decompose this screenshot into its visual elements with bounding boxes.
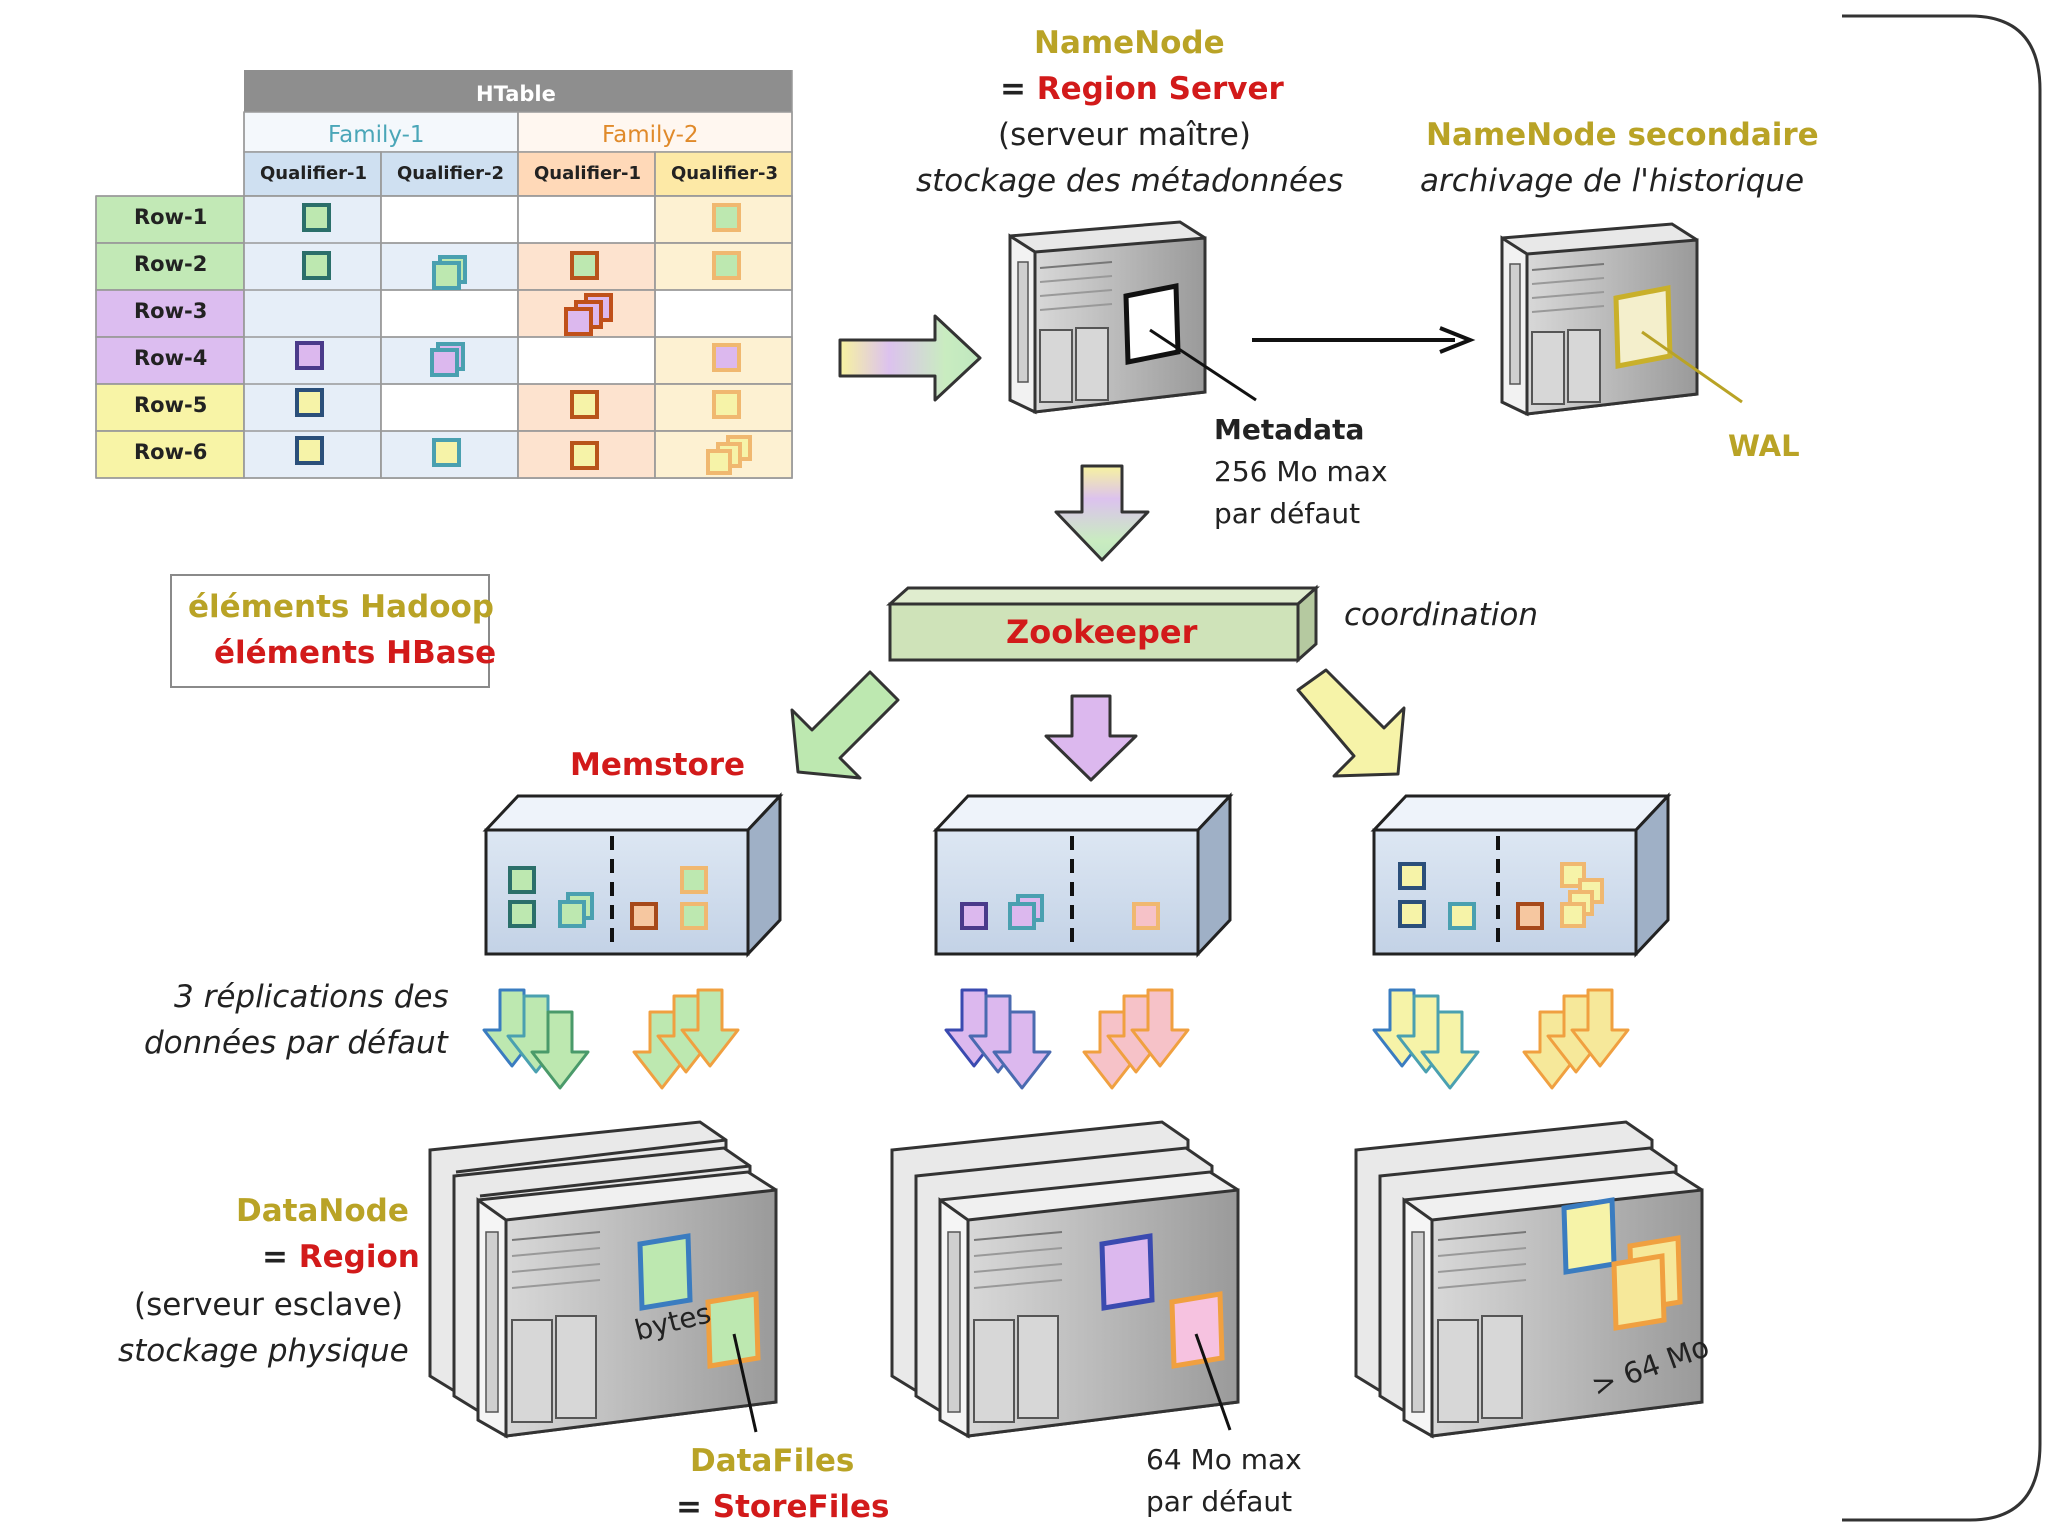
datanode-stack-2	[890, 1120, 1240, 1439]
htable-row-2: Row-2	[134, 252, 208, 276]
htable-family-2-cell	[517, 111, 793, 153]
replication-arrows-2-right	[1082, 988, 1190, 1090]
htable-qualifier-1: Qualifier-1	[260, 163, 368, 184]
storefile-max-line-1: 64 Mo max	[1146, 1443, 1302, 1476]
replication-arrows-3-left	[1372, 988, 1480, 1090]
namenode-role: (serveur maître)	[998, 117, 1251, 153]
namenode-subtitle: Region Server	[1036, 71, 1284, 107]
replication-line-1: 3 réplications des	[174, 979, 449, 1015]
memstore-label: Memstore	[570, 747, 746, 783]
storefile-max-line-2: par défaut	[1146, 1485, 1293, 1518]
secondary-title: NameNode secondaire	[1426, 117, 1819, 153]
metadata-pointer-line	[1149, 328, 1257, 402]
htable-row-5: Row-5	[134, 393, 208, 417]
datanode-desc: stockage physique	[118, 1333, 409, 1369]
zookeeper-note: coordination	[1344, 597, 1539, 633]
arrow-to-memstore-1	[790, 670, 900, 780]
datanode-equals: =	[262, 1239, 299, 1275]
replication-arrows-2-left	[944, 988, 1052, 1090]
arrow-to-memstore-2	[1044, 694, 1138, 782]
zookeeper-bar	[886, 584, 1320, 664]
metadata-line-2: par défaut	[1214, 497, 1361, 530]
htable-row-3: Row-3	[134, 299, 208, 323]
page-frame-curve	[1842, 14, 2042, 1522]
memstore-box-3	[1370, 792, 1672, 958]
replication-line-2: données par défaut	[144, 1025, 448, 1061]
namenode-subtitle-line: = Region Server	[1000, 74, 1284, 105]
htable-family-1: Family-1	[328, 122, 425, 148]
htable-cell-markers	[295, 203, 752, 475]
namenode-title: NameNode	[1034, 25, 1225, 61]
namenode-to-secondary-arrow	[1252, 326, 1476, 354]
datafiles-subtitle-line: = StoreFiles	[676, 1492, 889, 1523]
arrow-to-memstore-3	[1296, 668, 1406, 778]
wal-pointer-line	[1641, 330, 1743, 404]
datanode-subtitle-line: = Region	[262, 1242, 420, 1273]
replication-arrows-3-right	[1522, 988, 1630, 1090]
htable-row-1: Row-1	[134, 205, 208, 229]
htable-q1-cell	[243, 151, 382, 197]
datanode-stack-3	[1354, 1120, 1704, 1439]
htable-qualifier-3: Qualifier-1	[534, 163, 642, 184]
htable-qualifier-4: Qualifier-3	[671, 163, 779, 184]
namenode-equals: =	[1000, 71, 1037, 107]
datafiles-equals: =	[676, 1489, 713, 1525]
namenode-to-zookeeper-arrow	[1054, 464, 1150, 562]
datafiles-title: DataFiles	[690, 1443, 855, 1479]
memstore-box-1	[482, 792, 784, 958]
htable-title: HTable	[476, 82, 556, 106]
htable-family-1-cell	[243, 111, 519, 153]
htable-qualifier-2: Qualifier-2	[397, 163, 505, 184]
htable-row-6: Row-6	[134, 440, 208, 464]
wal-label: WAL	[1728, 429, 1800, 463]
replication-arrows-1-right	[632, 988, 740, 1090]
datanode-title: DataNode	[236, 1193, 409, 1229]
htable-header	[244, 70, 792, 112]
secondary-namenode-server	[1500, 222, 1743, 417]
secondary-desc: archivage de l'historique	[1420, 163, 1805, 199]
datanode-role: (serveur esclave)	[134, 1287, 404, 1323]
htable-family-2: Family-2	[602, 122, 699, 148]
replication-arrows-1-left	[482, 988, 590, 1090]
datanode-stack-1	[428, 1120, 778, 1439]
datafiles-subtitle: StoreFiles	[712, 1489, 890, 1525]
metadata-title: Metadata	[1214, 413, 1365, 446]
metadata-line-1: 256 Mo max	[1214, 455, 1388, 488]
namenode-metadata-square	[1123, 282, 1181, 366]
legend-hadoop: éléments Hadoop	[188, 589, 494, 625]
namenode-server	[1008, 220, 1257, 415]
datanode-subtitle: Region	[298, 1239, 420, 1275]
legend-box	[170, 574, 490, 688]
legend-hbase: éléments HBase	[214, 635, 497, 671]
wal-square	[1613, 284, 1673, 370]
memstore-box-2	[932, 792, 1234, 958]
namenode-desc: stockage des métadonnées	[916, 163, 1344, 199]
zookeeper-label: Zookeeper	[1006, 613, 1198, 651]
htable-row-4: Row-4	[134, 346, 208, 370]
htable-to-namenode-arrow	[838, 314, 982, 402]
